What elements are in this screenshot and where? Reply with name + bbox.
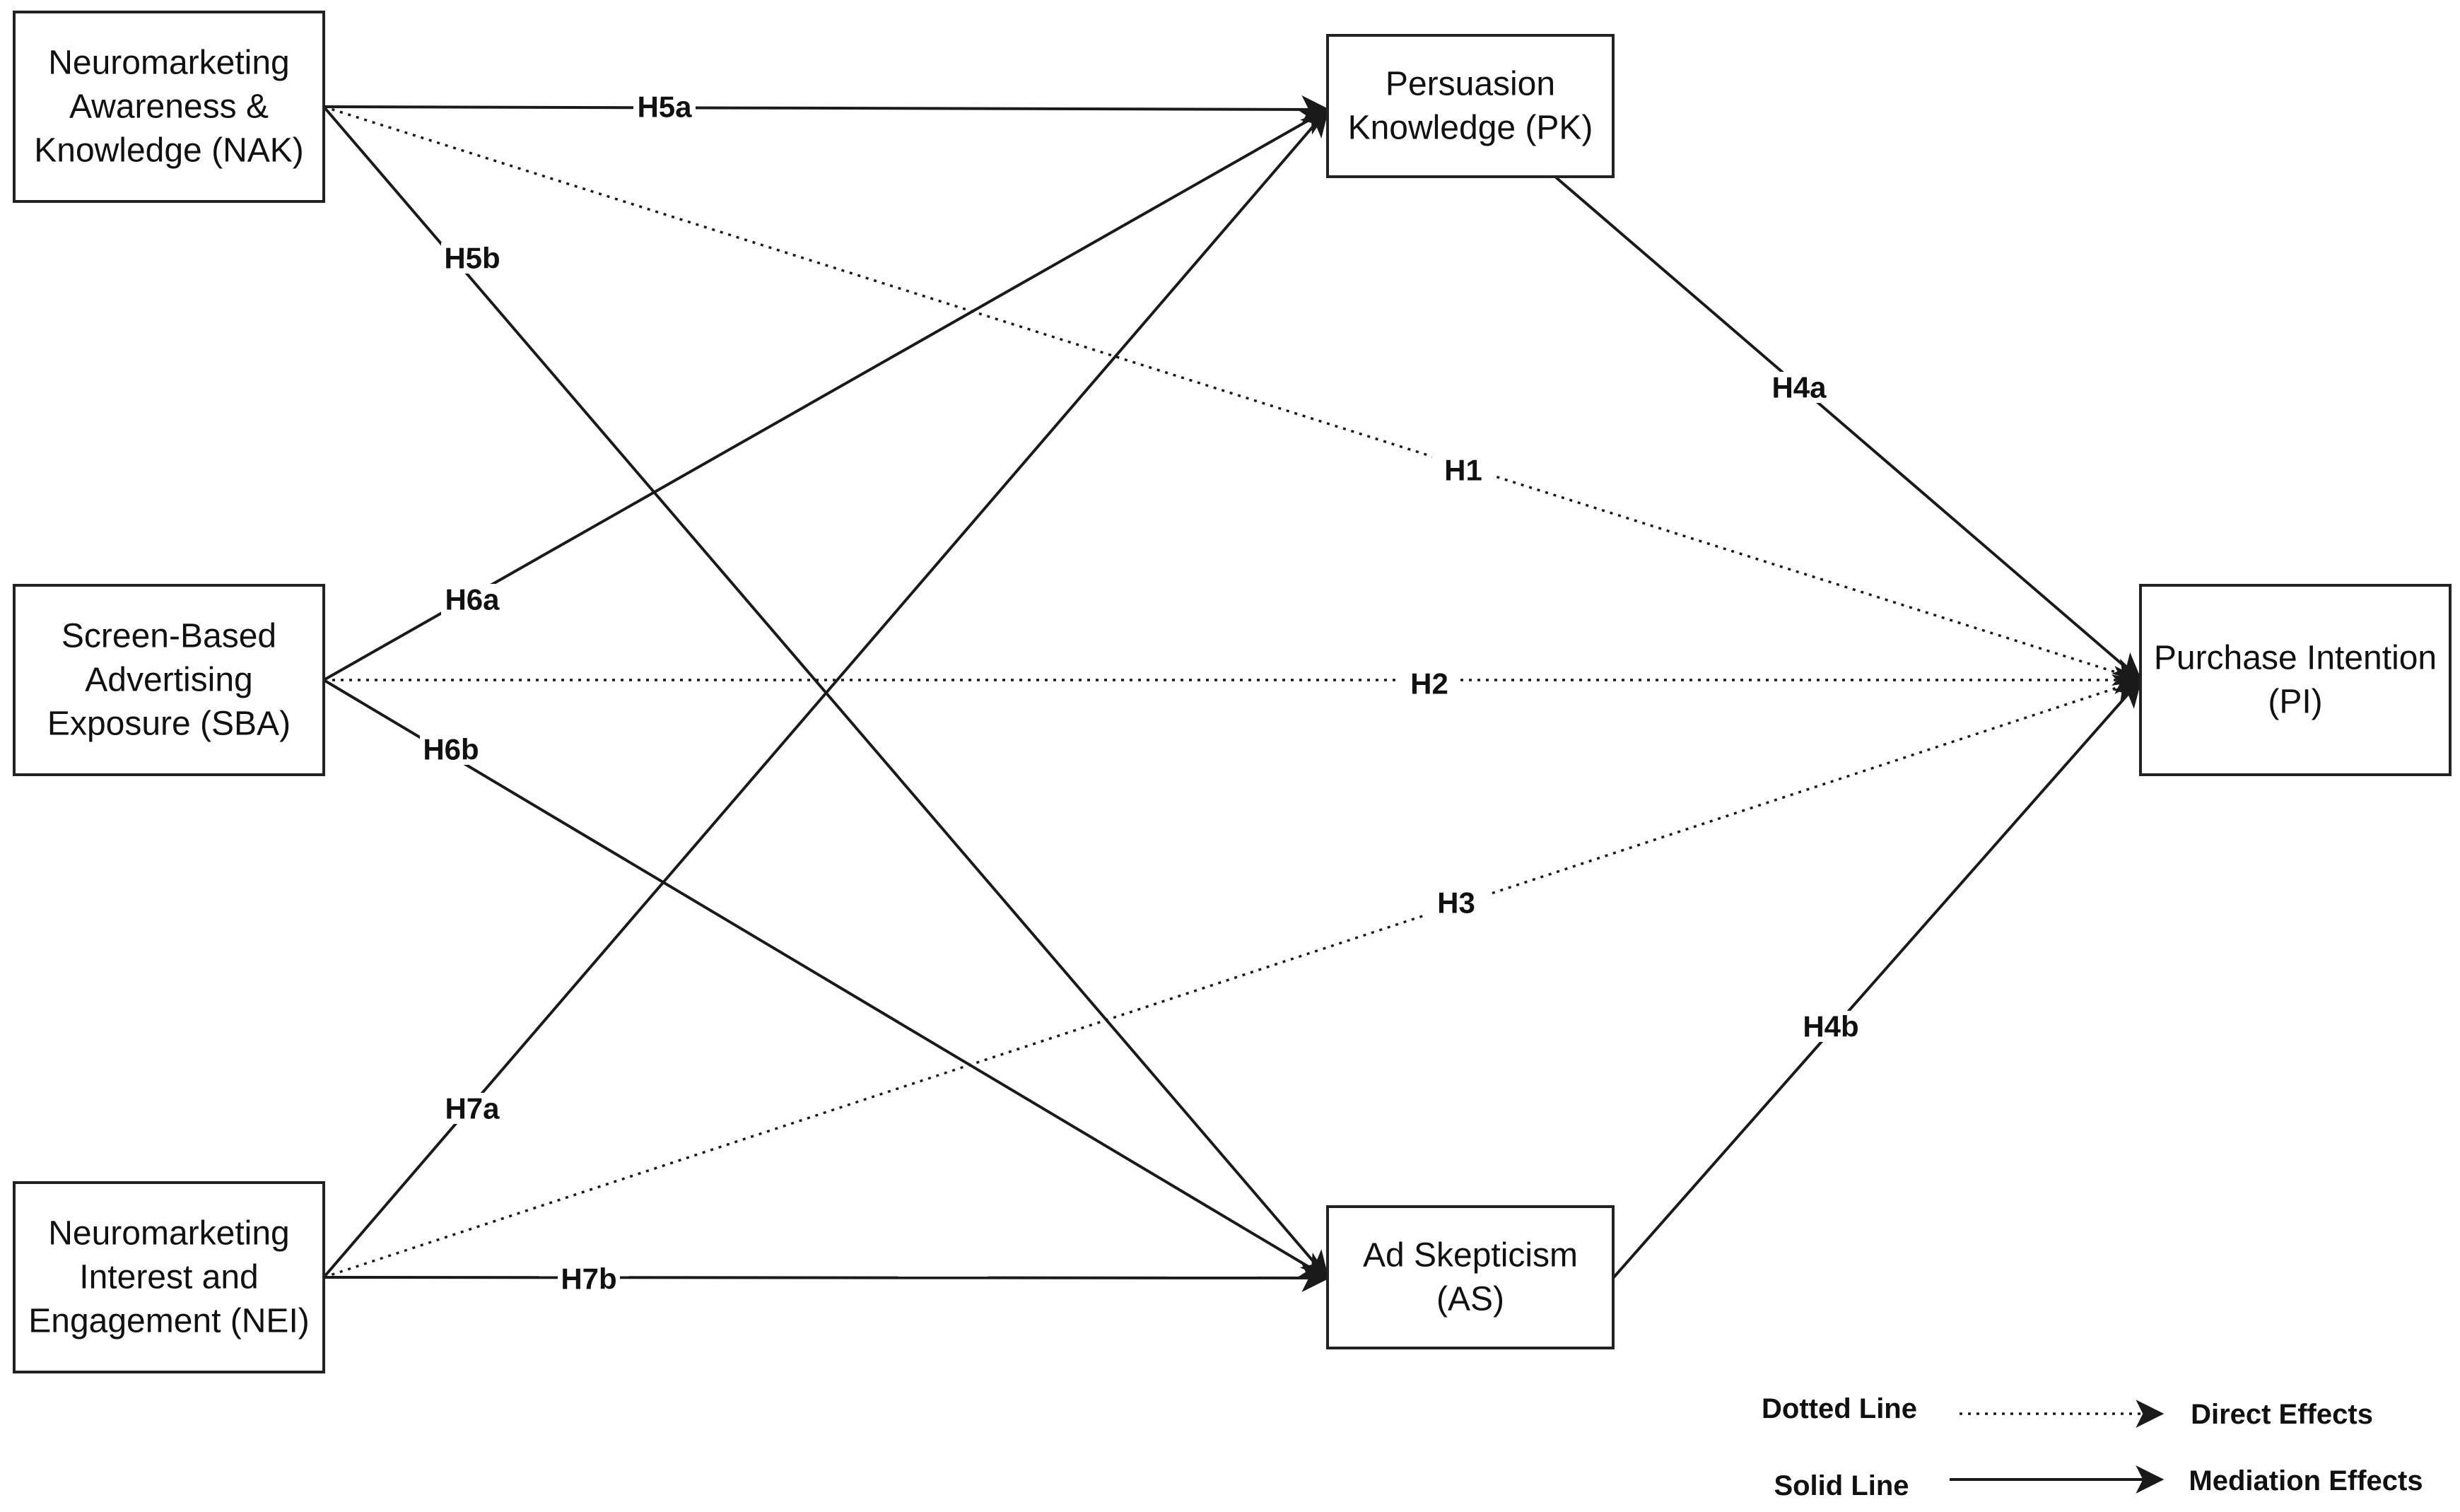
node-pi-box: [2139, 584, 2452, 776]
edge-label-h6a: H6a: [445, 583, 500, 616]
edge-label-h5b: H5b: [444, 242, 500, 275]
legend-direct-effects-label: Direct Effects: [2191, 1399, 2373, 1430]
node-pi: Purchase Intention (PI): [2139, 584, 2452, 776]
edge-label-background: [1800, 1011, 1862, 1042]
legend-dotted-label: Dotted Line: [1762, 1393, 1917, 1424]
node-pk-label-line: Knowledge (PK): [1348, 110, 1593, 147]
edge-label-h2: H2: [1410, 667, 1448, 701]
node-nei-label-line: Interest and: [79, 1259, 259, 1296]
node-nei-label-line: Engagement (NEI): [28, 1303, 310, 1340]
edge-label-h2-group: H2: [1398, 667, 1460, 701]
edge-label-background: [1768, 372, 1830, 403]
edge-h3-dotted-arrow: [323, 674, 2143, 1279]
edge-label-h4b-group: H4b: [1800, 1010, 1862, 1043]
edge-label-h7a: H7a: [445, 1092, 500, 1125]
edge-h7a-solid-arrow: [322, 107, 1330, 1279]
node-nei-label-line: Neuromarketing: [48, 1215, 289, 1253]
node-pk-label-line: Persuasion: [1386, 66, 1555, 103]
node-as-box: [1326, 1205, 1615, 1349]
edge-h1-dotted-arrow: [323, 105, 2143, 686]
edge-label-h6b-group: H6b: [420, 733, 482, 766]
node-sba-label-line: Exposure (SBA): [47, 705, 291, 743]
node-sba-box: [13, 584, 325, 776]
node-sba-label-line: Advertising: [85, 662, 252, 699]
edge-label-h1: H1: [1444, 454, 1482, 487]
legend-mediation-effects-label: Mediation Effects: [2189, 1465, 2423, 1496]
edge-label-background: [1398, 668, 1460, 699]
edge-label-h6a-group: H6a: [441, 583, 503, 616]
edge-label-background: [1432, 455, 1494, 486]
edge-label-background: [633, 91, 696, 122]
edge-label-h5a-group: H5a: [633, 90, 696, 124]
node-pi-label-line: (PI): [2268, 684, 2322, 721]
edge-h5a-solid-arrow: [323, 95, 1330, 124]
edge-label-h3: H3: [1437, 886, 1475, 920]
edge-label-h5b-group: H5b: [441, 242, 503, 275]
edge-h4b-solid-arrow: [1612, 678, 2143, 1279]
edge-label-background: [441, 242, 503, 274]
edge-label-h3-group: H3: [1425, 886, 1487, 920]
edges-layer: [322, 95, 2143, 1292]
edge-label-background: [441, 584, 503, 615]
node-as: Ad Skepticism (AS): [1326, 1205, 1615, 1349]
edge-label-h5a: H5a: [637, 90, 692, 124]
node-nak-box: [13, 11, 325, 203]
node-nak-label-line: Awareness &: [69, 88, 269, 126]
edge-label-background: [1425, 887, 1487, 918]
edge-h4a-solid-arrow: [1554, 175, 2143, 682]
edge-label-h6b: H6b: [423, 733, 479, 766]
node-pi-label-line: Purchase Intention: [2154, 640, 2437, 677]
edge-label-h7b-group: H7b: [558, 1262, 620, 1296]
node-nak-label-line: Knowledge (NAK): [34, 132, 304, 170]
node-nei-box: [13, 1181, 325, 1373]
edge-label-background: [558, 1263, 620, 1294]
node-as-label-line: Ad Skepticism: [1363, 1237, 1578, 1274]
edge-label-h7b: H7b: [561, 1262, 616, 1296]
edge-h7b-solid-arrow: [323, 1263, 1330, 1292]
edge-label-background: [420, 734, 482, 765]
legend-solid-label: Solid Line: [1774, 1470, 1909, 1501]
node-as-label-line: (AS): [1436, 1281, 1504, 1318]
edge-label-h4a-group: H4a: [1768, 371, 1830, 404]
edge-label-h4a: H4a: [1771, 371, 1827, 404]
edge-label-h7a-group: H7a: [441, 1092, 503, 1125]
node-pk-box: [1326, 34, 1615, 178]
legend-dotted-row: Dotted Line Direct Effects: [1762, 1393, 2373, 1430]
node-sba-label-line: Screen-Based: [62, 618, 276, 655]
node-nak-label-line: Neuromarketing: [48, 45, 289, 82]
edge-label-h4b: H4b: [1803, 1010, 1858, 1043]
edge-label-background: [441, 1093, 503, 1124]
edge-h6b-solid-arrow: [322, 679, 1330, 1279]
legend-solid-row: Solid Line Mediation Effects: [1774, 1465, 2423, 1501]
edge-label-h1-group: H1: [1432, 454, 1494, 487]
